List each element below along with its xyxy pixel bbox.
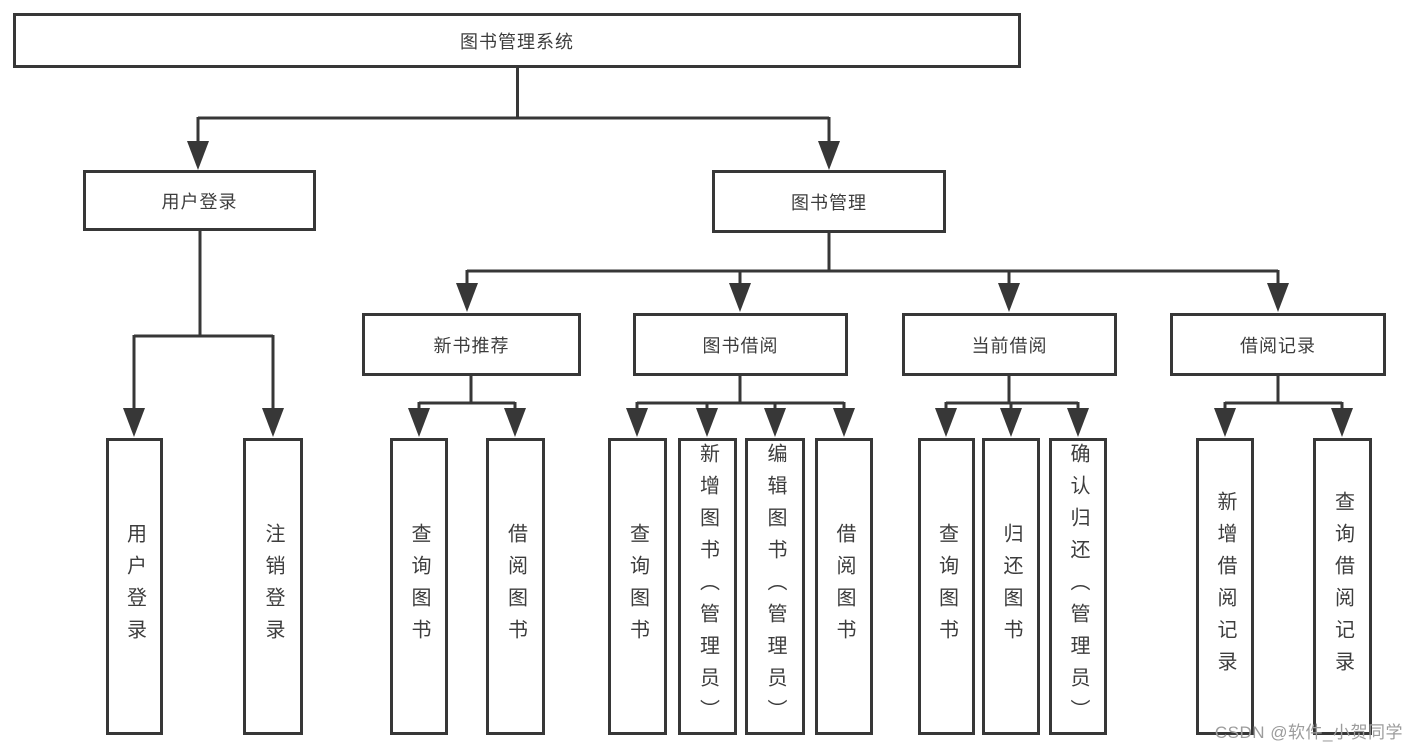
arrow-down-icon	[833, 408, 855, 437]
leaf-query-borrow-record: 查询借阅记录	[1313, 438, 1372, 735]
csdn-watermark: CSDN @软件_小贺同学	[1214, 723, 1403, 742]
node-book-borrow: 图书借阅	[633, 313, 848, 376]
arrow-down-icon	[626, 408, 648, 437]
edge-currentborrow-to-leaves	[944, 376, 1080, 409]
arrow-down-icon	[818, 141, 840, 170]
arrow-down-icon	[935, 408, 957, 437]
leaf-query-books-current: 查询图书	[918, 438, 975, 735]
node-book-borrow-label: 图书借阅	[702, 335, 779, 356]
leaf-edit-book-admin: 编辑图书（管理员）	[745, 438, 805, 735]
node-book-management: 图书管理	[712, 170, 946, 233]
leaf-query-books-current-label: 查询图书	[935, 522, 958, 651]
leaf-query-books-recommend-label: 查询图书	[408, 522, 430, 651]
leaf-logout: 注销登录	[243, 438, 303, 735]
leaf-edit-book-admin-label: 编辑图书（管理员）	[764, 442, 786, 731]
arrow-down-icon	[729, 283, 751, 312]
node-book-management-label: 图书管理	[791, 192, 867, 213]
leaf-add-book-admin: 新增图书（管理员）	[678, 438, 737, 735]
arrow-down-icon	[408, 408, 430, 437]
node-new-book-recommend-label: 新书推荐	[433, 335, 510, 356]
node-root: 图书管理系统	[13, 13, 1021, 68]
arrow-down-icon	[187, 141, 209, 170]
arrow-down-icon	[123, 408, 145, 437]
node-user-login: 用户登录	[83, 170, 316, 231]
node-borrow-records-label: 借阅记录	[1240, 335, 1316, 356]
leaf-query-books-borrow-label: 查询图书	[626, 522, 649, 651]
arrow-down-icon	[504, 408, 526, 437]
leaf-add-book-admin-label: 新增图书（管理员）	[696, 442, 719, 731]
arrow-down-icon	[1331, 408, 1353, 437]
leaf-confirm-return-admin-label: 确认归还（管理员）	[1067, 442, 1089, 731]
node-user-login-label: 用户登录	[161, 191, 238, 212]
leaf-confirm-return-admin: 确认归还（管理员）	[1049, 438, 1107, 735]
leaf-return-book: 归还图书	[982, 438, 1040, 735]
leaf-add-borrow-record: 新增借阅记录	[1196, 438, 1254, 735]
node-borrow-records: 借阅记录	[1170, 313, 1386, 376]
leaf-query-borrow-record-label: 查询借阅记录	[1331, 490, 1354, 683]
node-new-book-recommend: 新书推荐	[362, 313, 581, 376]
arrowheads	[123, 141, 1353, 437]
node-root-label: 图书管理系统	[460, 31, 574, 52]
leaf-borrow-books-recommend-label: 借阅图书	[504, 522, 527, 651]
leaf-user-login-label: 用户登录	[123, 522, 146, 651]
leaf-query-books-recommend: 查询图书	[390, 438, 448, 735]
arrow-down-icon	[1214, 408, 1236, 437]
arrow-down-icon	[1067, 408, 1089, 437]
edge-bookborrow-to-leaves	[635, 376, 846, 409]
arrow-down-icon	[456, 283, 478, 312]
edge-bookmgmt-to-level3	[465, 233, 1280, 284]
arrow-down-icon	[1000, 408, 1022, 437]
arrow-down-icon	[696, 408, 718, 437]
leaf-borrow-books: 借阅图书	[815, 438, 873, 735]
leaf-return-book-label: 归还图书	[1000, 522, 1022, 651]
arrow-down-icon	[998, 283, 1020, 312]
edge-borrowrecords-to-leaves	[1223, 376, 1344, 409]
leaf-borrow-books-recommend: 借阅图书	[486, 438, 545, 735]
node-current-borrow-label: 当前借阅	[971, 335, 1048, 356]
edge-root-to-level2	[196, 68, 831, 142]
arrow-down-icon	[262, 408, 284, 437]
leaf-add-borrow-record-label: 新增借阅记录	[1214, 490, 1236, 683]
edge-userlogin-to-leaves	[132, 231, 275, 409]
node-current-borrow: 当前借阅	[902, 313, 1117, 376]
leaf-borrow-books-label: 借阅图书	[833, 522, 855, 651]
leaf-user-login: 用户登录	[106, 438, 163, 735]
leaf-query-books-borrow: 查询图书	[608, 438, 667, 735]
arrow-down-icon	[1267, 283, 1289, 312]
edge-newbook-to-leaves	[417, 376, 517, 409]
leaf-logout-label: 注销登录	[262, 522, 284, 651]
arrow-down-icon	[764, 408, 786, 437]
